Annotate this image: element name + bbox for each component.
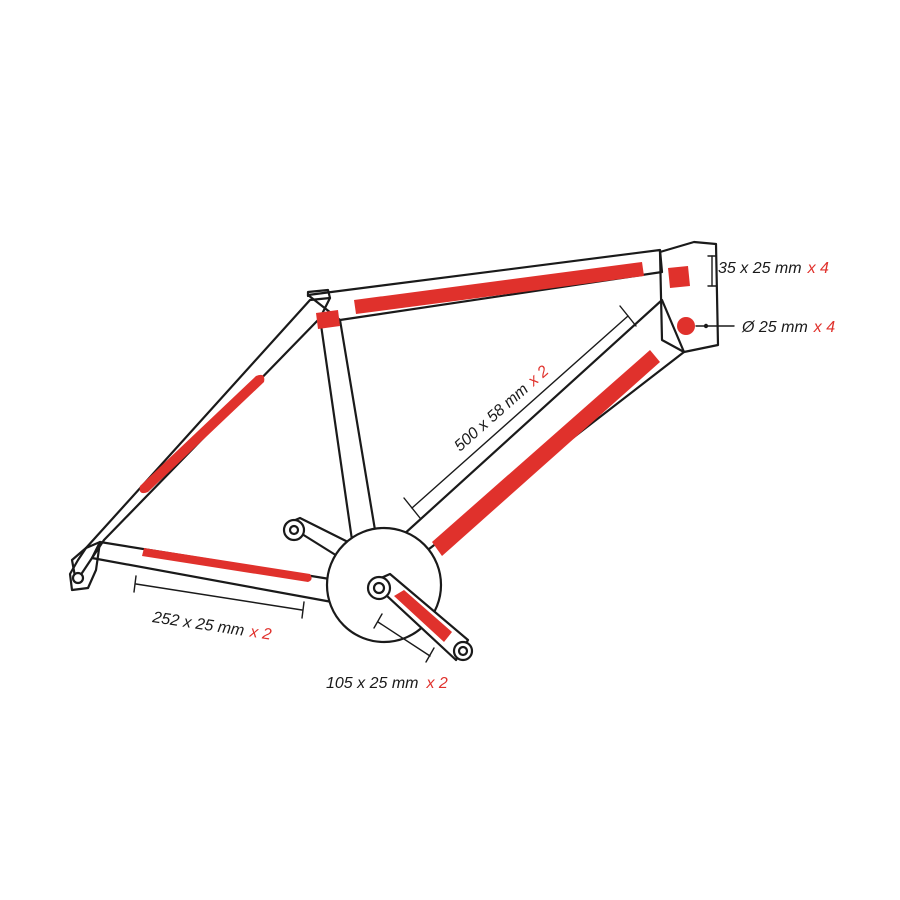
seat-tube xyxy=(318,316,378,542)
sticker-seat-stay xyxy=(139,374,265,494)
head-tube xyxy=(658,240,720,354)
sticker-crank xyxy=(394,590,452,642)
seat-clamp xyxy=(306,288,332,300)
dim-down-tube xyxy=(411,315,629,509)
dimension-lines xyxy=(133,255,735,663)
dim-crank xyxy=(377,621,431,657)
seat-stay xyxy=(70,296,332,584)
dropout-hole xyxy=(71,571,85,585)
sticker-chain-stay xyxy=(142,548,312,582)
sticker-head-tube-dot xyxy=(677,317,695,335)
dim-chain-stay xyxy=(135,583,303,611)
label-down-tube: 500 x 58 mmx 2 xyxy=(451,363,552,455)
pedal-hole-rear xyxy=(288,524,300,536)
rear-dropout xyxy=(68,540,102,592)
crank-bolt-hole xyxy=(372,581,386,595)
sticker-down-tube xyxy=(432,350,660,556)
sticker-seat-cluster xyxy=(316,310,340,329)
sticker-head-tube-rect xyxy=(668,266,690,288)
chain-stay xyxy=(90,540,338,604)
down-tube xyxy=(400,298,686,558)
sticker-top-tube xyxy=(354,262,644,314)
sticker-areas xyxy=(139,262,695,642)
pedal-hole-front xyxy=(457,645,469,657)
